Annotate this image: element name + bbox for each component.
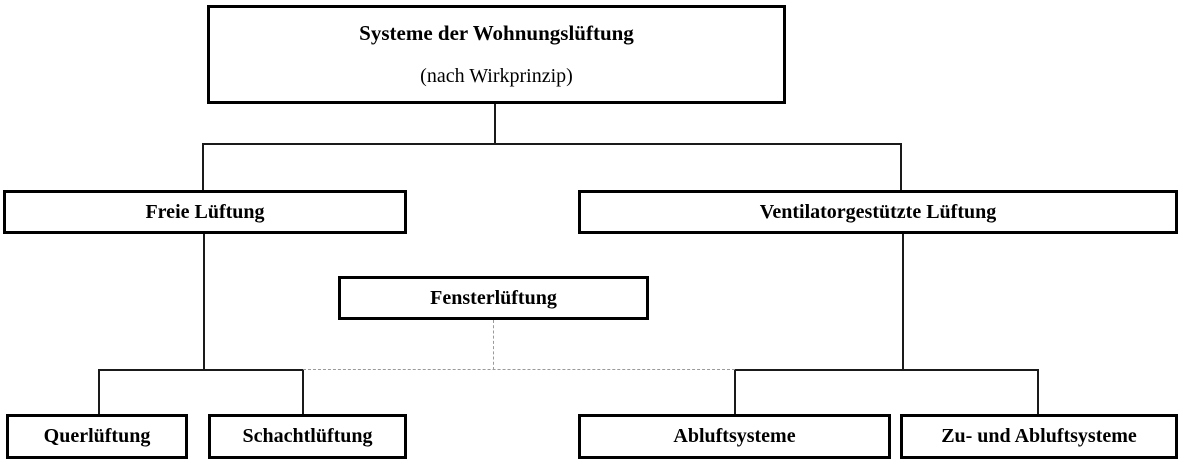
node-root-subtitle: (nach Wirkprinzip) [420,65,573,88]
node-querlueftung: Querlüftung [6,414,188,459]
connector-ventilator-stem [902,234,904,370]
connector-root-to-ventilator [900,143,902,191]
node-ventilatorgestuetzte-lueftung-label: Ventilatorgestützte Lüftung [759,200,997,223]
connector-freie-stem [203,234,205,370]
node-schachtlueftung: Schachtlüftung [208,414,407,459]
connector-ventilator-to-zu-und-abluftsysteme [1037,369,1039,415]
node-abluftsysteme: Abluftsysteme [578,414,891,459]
connector-root-stem [494,103,496,144]
connector-fensterlueftung-horizontal-dashed [303,369,735,370]
node-root-systeme-der-wohnungslueftung: Systeme der Wohnungslüftung (nach Wirkpr… [207,5,786,104]
connector-ventilator-horizontal [734,369,1039,371]
connector-fensterlueftung-stem-dashed [493,320,494,370]
connector-root-to-freie [202,143,204,191]
connector-freie-to-querlueftung [98,369,100,415]
connector-freie-to-schachtlueftung [302,369,304,415]
connector-ventilator-to-abluftsysteme [734,369,736,415]
node-freie-lueftung-label: Freie Lüftung [145,200,265,223]
node-querlueftung-label: Querlüftung [43,425,151,447]
node-schachtlueftung-label: Schachtlüftung [242,425,373,447]
node-ventilatorgestuetzte-lueftung: Ventilatorgestützte Lüftung [578,190,1178,234]
node-freie-lueftung: Freie Lüftung [3,190,407,234]
node-abluftsysteme-label: Abluftsysteme [673,425,796,447]
node-zu-und-abluftsysteme: Zu- und Abluftsysteme [900,414,1178,459]
node-fensterlueftung: Fensterlüftung [338,276,649,320]
connector-root-horizontal [202,143,902,145]
node-root-title: Systeme der Wohnungslüftung [359,20,634,45]
node-fensterlueftung-label: Fensterlüftung [430,286,557,309]
connector-freie-horizontal [98,369,304,371]
node-zu-und-abluftsysteme-label: Zu- und Abluftsysteme [941,425,1137,447]
